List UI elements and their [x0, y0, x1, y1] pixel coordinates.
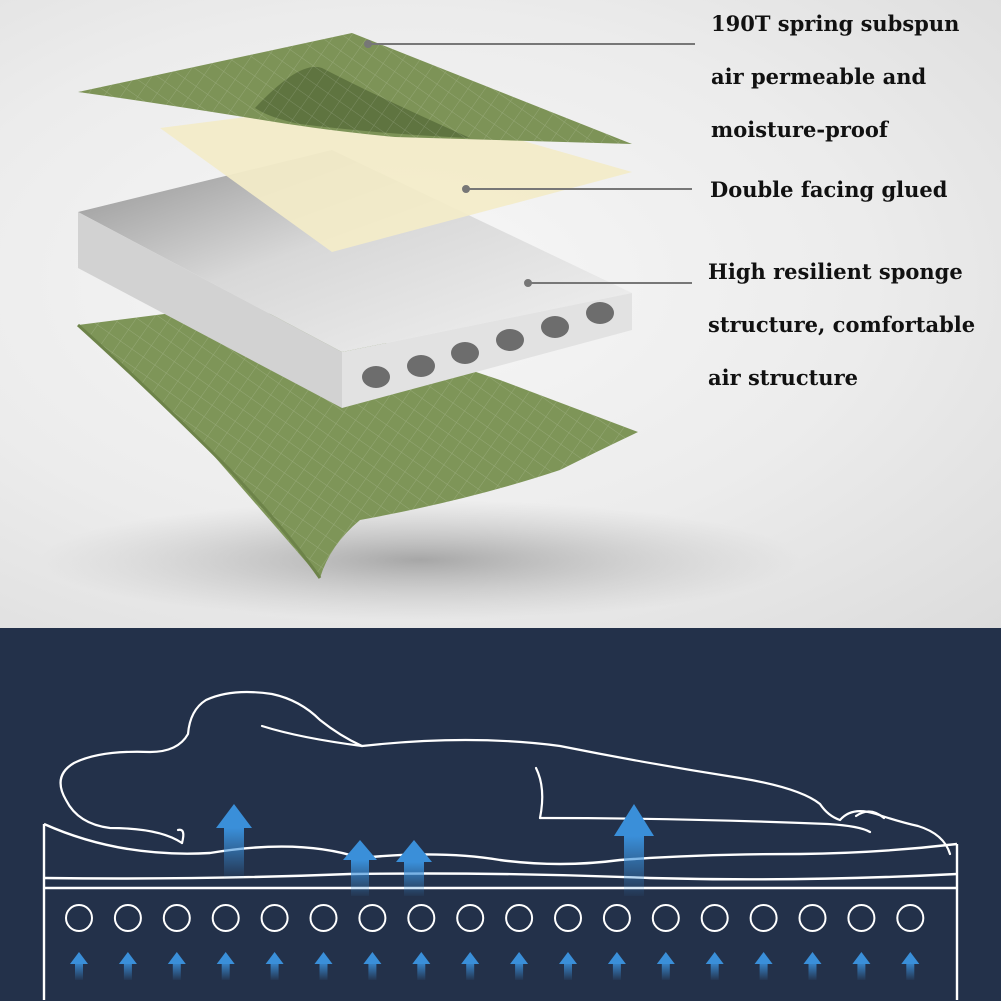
circle-hole-icon — [700, 904, 729, 932]
circle-hole-icon — [602, 904, 631, 932]
circle-hole-icon — [554, 904, 582, 932]
circle-hole-icon — [651, 904, 680, 932]
arrow-up-icon — [265, 952, 284, 980]
arrow-up-icon — [559, 952, 577, 980]
circle-hole-icon — [749, 904, 778, 932]
arrow-up-icon — [216, 804, 252, 878]
circle-hole-icon — [407, 904, 436, 932]
mattress-outline — [42, 822, 959, 1000]
sponge-layer-line-1: High resilient sponge — [708, 259, 963, 284]
layer-diagram-panel: 190T spring subspun air permeable and mo… — [0, 0, 1001, 628]
big-air-arrows — [216, 804, 654, 896]
arrow-up-icon — [412, 952, 431, 980]
arrow-up-icon — [314, 952, 333, 980]
leader-lines — [364, 40, 695, 287]
arrow-up-icon — [167, 952, 186, 980]
arrow-up-icon — [396, 840, 432, 896]
body-support-illustration — [42, 690, 959, 1000]
arrow-up-icon — [754, 952, 773, 980]
small-air-arrow-row — [70, 952, 920, 980]
circle-hole-icon — [847, 904, 876, 932]
glue-layer-callout: Double facing glued — [710, 163, 947, 216]
circle-hole-icon — [65, 904, 93, 932]
arrow-up-icon — [607, 952, 626, 980]
ground-shadow — [40, 500, 800, 620]
sponge-layer-line-3: air structure — [708, 365, 858, 390]
circle-hole-icon — [358, 904, 387, 932]
bottom-fabric-layer — [76, 305, 638, 579]
arrow-up-icon — [510, 952, 529, 980]
arrow-up-icon — [614, 804, 654, 896]
top-fabric-layer — [78, 33, 632, 144]
circle-hole-icon — [456, 904, 485, 932]
circle-hole-icon — [113, 904, 142, 932]
arrow-up-icon — [363, 952, 382, 980]
arrow-up-icon — [118, 952, 137, 980]
arrow-up-icon — [70, 952, 88, 980]
circle-hole-icon — [798, 904, 827, 932]
body-support-illustration-panel — [0, 628, 1001, 1001]
top-layer-line-3: moisture-proof — [711, 117, 888, 142]
arrow-up-icon — [343, 840, 377, 896]
arrow-up-icon — [852, 952, 871, 980]
arrow-up-icon — [461, 952, 480, 980]
arrow-up-icon — [901, 952, 920, 980]
circle-hole-icon — [309, 904, 338, 932]
layer-diagram — [40, 33, 800, 620]
air-hole-row — [65, 904, 925, 932]
circle-hole-icon — [162, 904, 191, 932]
circle-hole-icon — [505, 904, 534, 932]
top-layer-line-1: 190T spring subspun — [711, 11, 960, 36]
arrow-up-icon — [803, 952, 822, 980]
sponge-layer-callout: High resilient sponge structure, comfort… — [708, 245, 975, 404]
arrow-up-icon — [656, 952, 675, 980]
sponge-layer — [78, 150, 632, 408]
circle-hole-icon — [896, 904, 925, 932]
circle-hole-icon — [260, 904, 289, 932]
glue-layer — [160, 100, 632, 252]
body-outline — [59, 690, 952, 856]
arrow-up-icon — [705, 952, 724, 980]
glue-layer-line-1: Double facing glued — [710, 177, 948, 202]
sponge-layer-line-2: structure, comfortable — [708, 312, 976, 337]
top-layer-callout: 190T spring subspun air permeable and mo… — [711, 0, 959, 156]
sponge-air-holes — [362, 302, 614, 388]
top-layer-line-2: air permeable and — [711, 64, 927, 89]
circle-hole-icon — [211, 904, 240, 932]
arrow-up-icon — [216, 952, 235, 980]
